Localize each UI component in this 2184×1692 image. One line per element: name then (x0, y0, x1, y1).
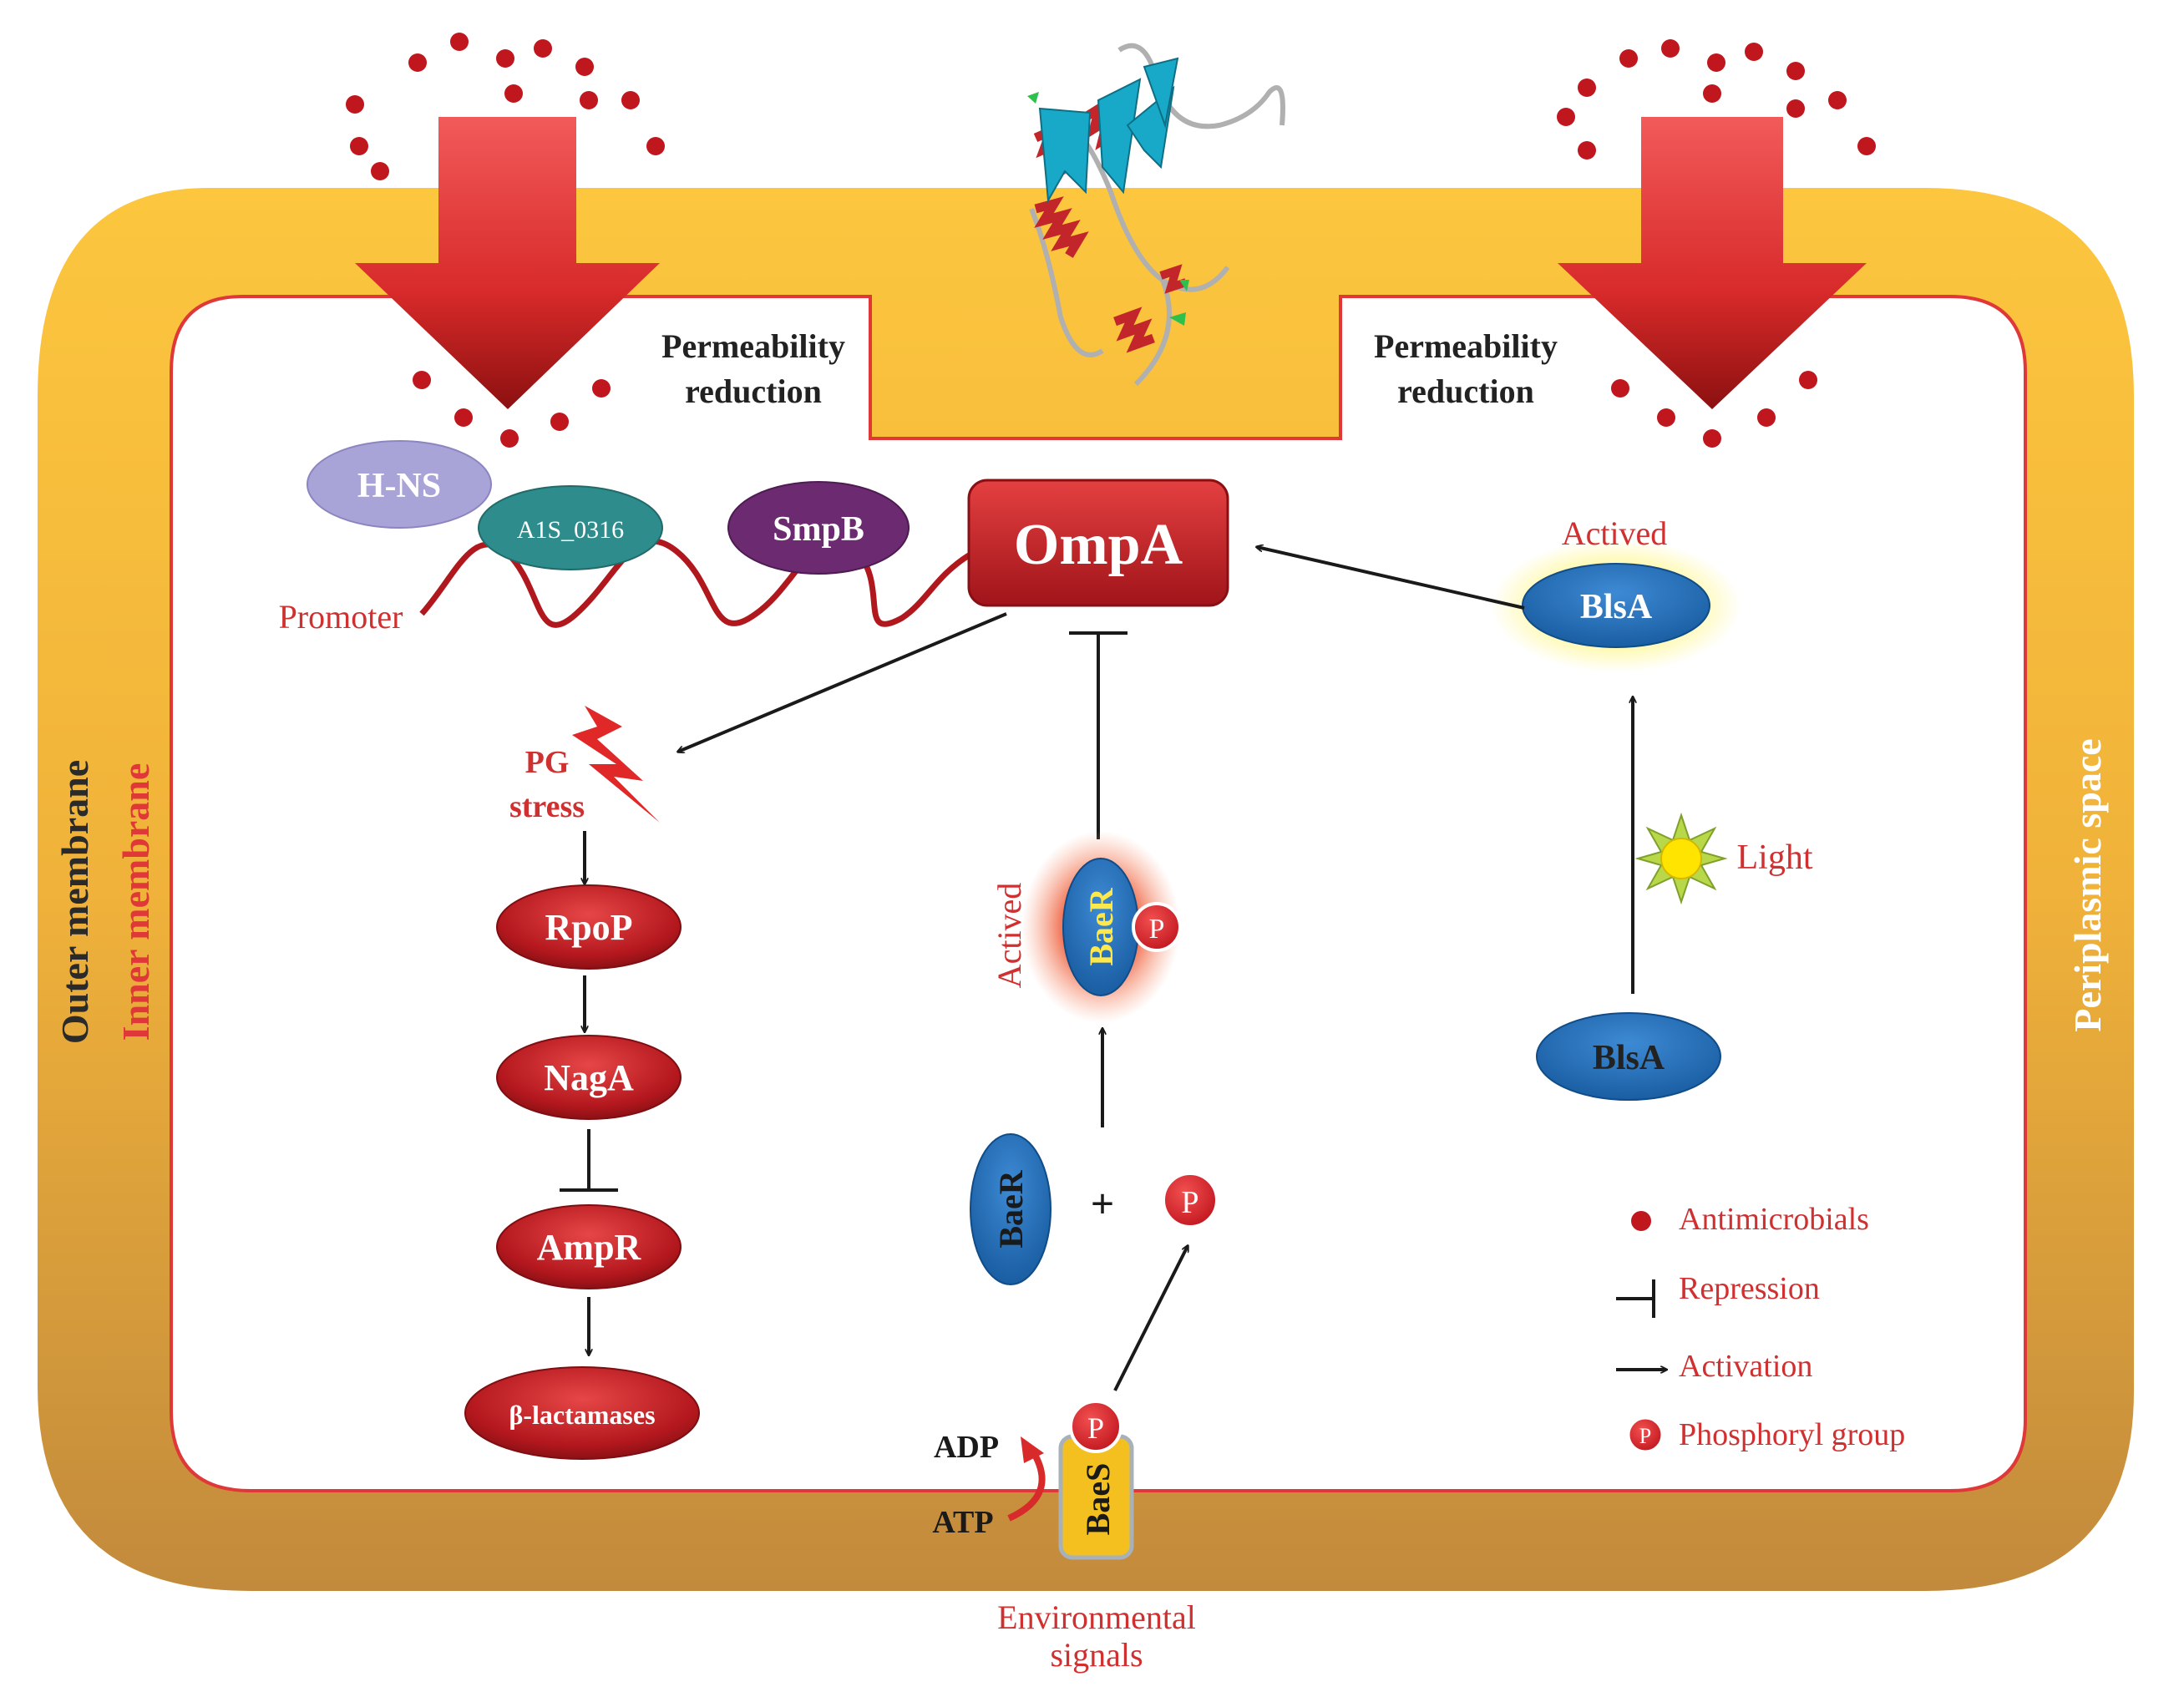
betalactamases-node (464, 1366, 700, 1460)
sun-icon (1634, 812, 1728, 905)
svg-text:signals: signals (1050, 1636, 1143, 1674)
phosphoryl-on-baes: P (1069, 1400, 1122, 1453)
svg-text:P: P (1149, 914, 1165, 945)
smpb-label: SmpB (773, 510, 864, 549)
legend-repression-label: Repression (1679, 1271, 1820, 1306)
ampr-node (496, 1204, 682, 1289)
plus-sign: + (1091, 1180, 1115, 1227)
periplasmic-space-label: Periplasmic space (2066, 738, 2109, 1031)
permeability-label-right: Permeability reduction (1374, 327, 1558, 410)
legend-phosphoryl-symbol: P (1627, 1416, 1664, 1453)
baes-label: BaeS (1079, 1463, 1117, 1536)
svg-text:P: P (1639, 1424, 1651, 1448)
naga-represses-ampr (560, 1129, 618, 1192)
legend-activation-label: Activation (1679, 1349, 1812, 1384)
ompa-to-pg-stress-arrow (678, 612, 1007, 752)
antimicrobial-dots-left (346, 33, 665, 448)
svg-text:stress: stress (509, 789, 585, 824)
pg-stress-label: PG stress (509, 745, 585, 824)
rpop-node (496, 884, 682, 970)
environmental-signals-label: Environmental signals (997, 1598, 1196, 1674)
rpop-label: RpoP (545, 907, 632, 948)
permeability-arrow-left (355, 117, 660, 409)
smpb-node (727, 481, 910, 575)
blsa-active-label: BlsA (1580, 588, 1653, 626)
baer-inactive-node (970, 1133, 1051, 1285)
a1s-label: A1S_0316 (517, 516, 624, 544)
ampr-label: AmpR (537, 1227, 642, 1268)
legend: Antimicrobials Repression Activation P P… (1616, 1202, 1905, 1453)
adp-label: ADP (934, 1430, 999, 1465)
hns-node (307, 440, 492, 529)
atp-adp-arrowhead (1021, 1436, 1044, 1463)
legend-phosphoryl-label: Phosphoryl group (1679, 1417, 1905, 1452)
svg-text:reduction: reduction (685, 372, 822, 410)
a1s-node (478, 485, 663, 570)
permeability-arrow-right (1558, 117, 1867, 409)
svg-text:P: P (1181, 1185, 1198, 1220)
promoter-dna (419, 538, 970, 628)
blsa-inactive-label: BlsA (1593, 1039, 1665, 1077)
svg-text:PG: PG (525, 745, 570, 780)
ompa-node (967, 479, 1229, 607)
blsa-active-node (1522, 563, 1710, 648)
free-phosphoryl: P (1162, 1172, 1219, 1228)
baes-phosphorylation-arrow (1113, 1246, 1189, 1391)
outer-membrane-label: Outer membrane (53, 760, 96, 1044)
legend-repression-symbol (1616, 1279, 1655, 1318)
svg-text:P: P (1087, 1411, 1104, 1445)
antimicrobial-dots-right (1557, 39, 1876, 448)
legend-antimicrobials-label: Antimicrobials (1679, 1202, 1869, 1237)
blsa-inactive-node (1536, 1012, 1721, 1101)
baer-represses-ompa (1069, 631, 1127, 839)
svg-text:Permeability: Permeability (1374, 327, 1558, 365)
permeability-label-left: Permeability reduction (661, 327, 845, 410)
hns-label: H-NS (357, 467, 441, 505)
svg-text:Environmental: Environmental (997, 1598, 1196, 1636)
ompa-protein-structure (1027, 43, 1285, 387)
lightning-icon (572, 706, 660, 823)
promoter-label: Promoter (279, 598, 403, 636)
ompa-label: OmpA (1014, 513, 1183, 577)
svg-text:Permeability: Permeability (661, 327, 845, 365)
blsa-activates-ompa-arrow (1257, 547, 1525, 610)
atp-label: ATP (932, 1505, 993, 1540)
blsa-actived-label: Actived (1562, 514, 1668, 552)
svg-text:reduction: reduction (1397, 372, 1534, 410)
baer-actived-label: Actived (991, 883, 1028, 989)
baer-inactive-label: BaeR (992, 1169, 1030, 1248)
baer-active-label: BaeR (1082, 887, 1120, 965)
legend-antimicrobial-dot (1631, 1211, 1651, 1231)
phosphoryl-on-baer: P (1132, 902, 1182, 952)
atp-adp-curved-arrow (1007, 1446, 1046, 1522)
naga-label: NagA (544, 1057, 634, 1098)
inner-membrane-label: Inner membrane (114, 763, 157, 1041)
naga-node (496, 1035, 682, 1120)
light-label: Light (1737, 838, 1813, 877)
betalactamases-label: β-lactamases (509, 1400, 655, 1430)
